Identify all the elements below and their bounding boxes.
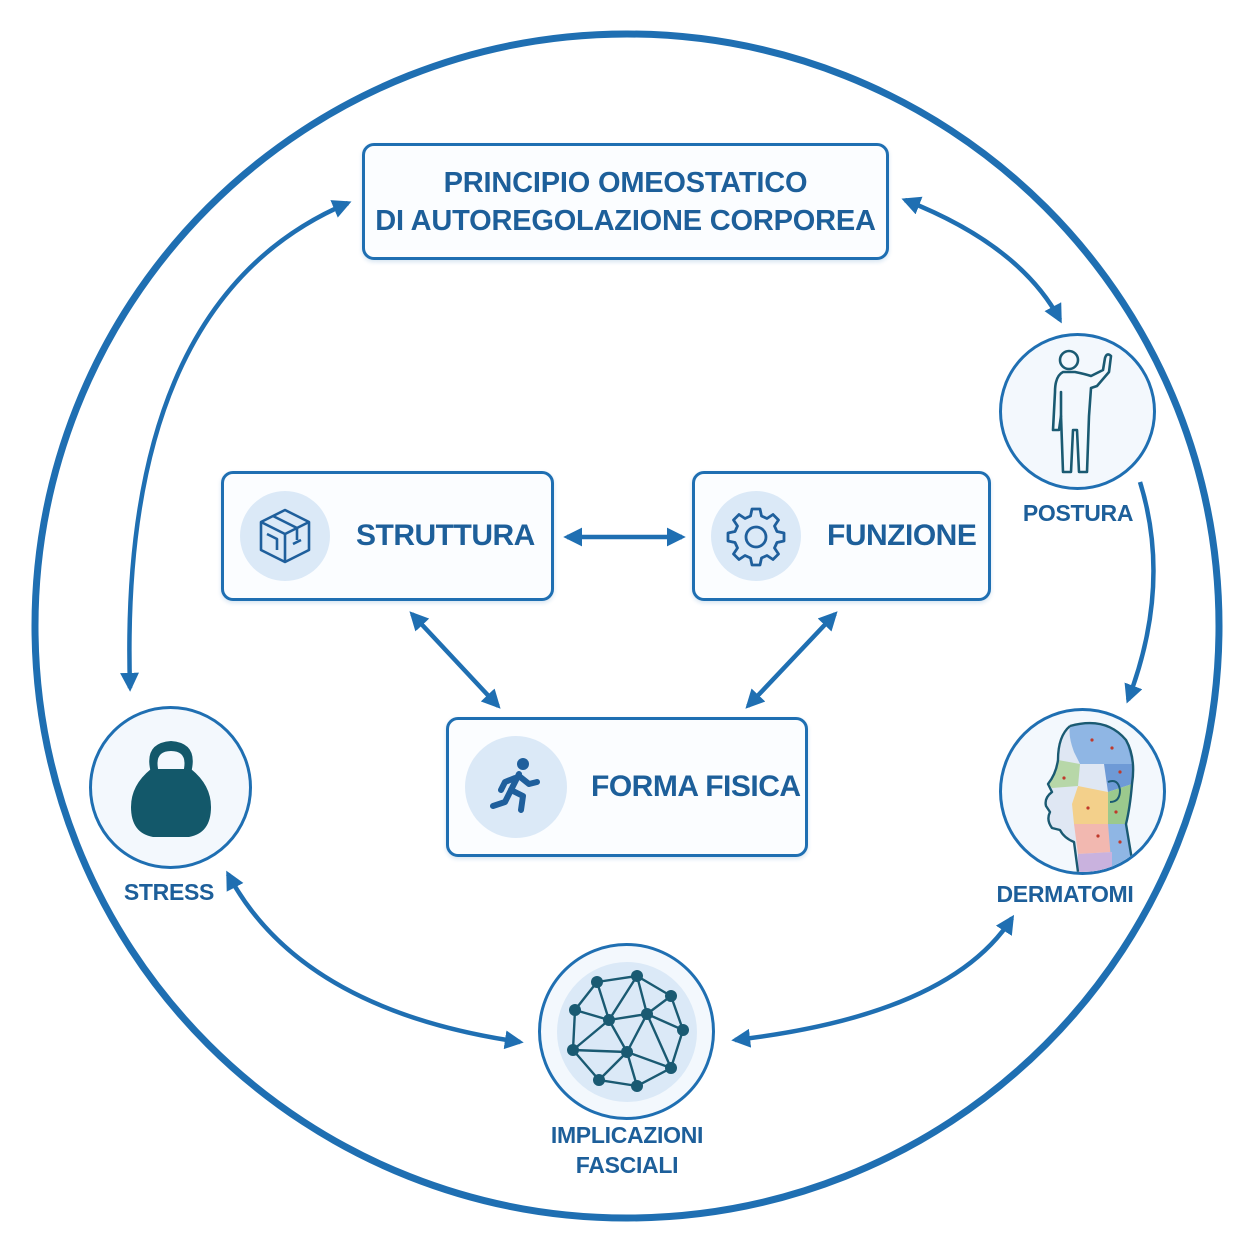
arrow-postura-dermatomi <box>1124 481 1156 704</box>
forma-fisica-label: FORMA FISICA <box>591 770 801 803</box>
arrow-header-postura <box>901 196 1062 324</box>
kettlebell-icon <box>130 740 211 837</box>
implicazioni-label-line2: FASCIALI <box>575 1152 679 1178</box>
node-stress <box>89 706 252 869</box>
implicazioni-label: IMPLICAZIONI FASCIALI <box>527 1120 727 1180</box>
network-sphere-icon <box>556 961 697 1102</box>
arrow-header-stress <box>120 200 352 692</box>
struttura-label: STRUTTURA <box>356 519 535 552</box>
node-postura <box>999 333 1156 490</box>
runner-icon <box>465 736 567 838</box>
arrow-funzione-forma <box>745 611 838 709</box>
outer-ring <box>31 30 1223 1222</box>
stress-label: STRESS <box>123 879 215 905</box>
header-title-line1: PRINCIPIO OMEOSTATICO <box>443 166 808 199</box>
arrow-stress-implicazioni <box>226 870 524 1050</box>
header-box: PRINCIPIO OMEOSTATICO DI AUTOREGOLAZIONE… <box>362 143 889 260</box>
header-title-line2: DI AUTOREGOLAZIONE CORPOREA <box>375 204 876 237</box>
arrow-struttura-forma <box>409 611 501 709</box>
node-dermatomi <box>999 708 1166 875</box>
implicazioni-label-line1: IMPLICAZIONI <box>550 1122 704 1148</box>
node-implicazioni-fasciali <box>538 943 715 1120</box>
dermatomi-label: DERMATOMI <box>996 881 1134 907</box>
cube-icon <box>240 491 330 581</box>
node-struttura: STRUTTURA <box>221 471 554 601</box>
dermatome-head-icon <box>1043 721 1135 872</box>
funzione-label: FUNZIONE <box>827 519 977 552</box>
node-forma-fisica: FORMA FISICA <box>446 717 808 857</box>
gear-icon <box>711 491 801 581</box>
node-funzione: FUNZIONE <box>692 471 991 601</box>
arrow-implicazioni-dermatomi <box>731 914 1015 1048</box>
human-figure-icon <box>1051 349 1112 473</box>
postura-label: POSTURA <box>1022 500 1134 526</box>
